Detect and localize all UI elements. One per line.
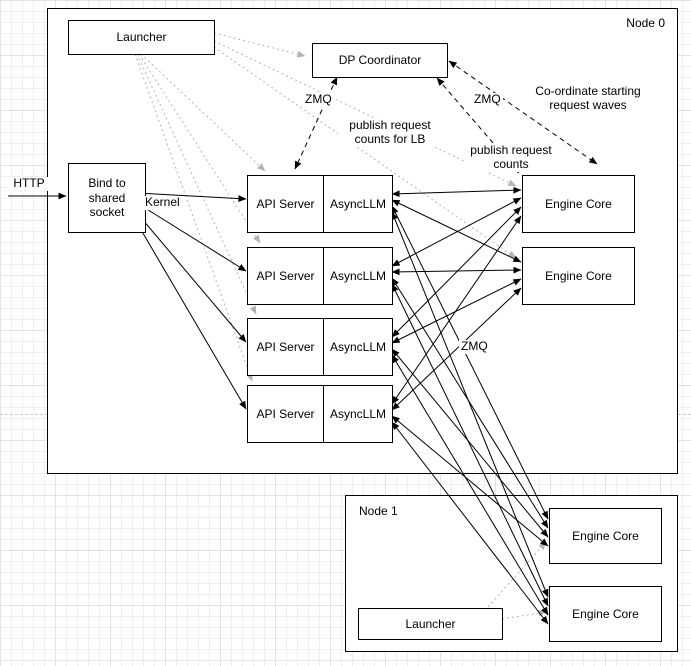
bind-shared-socket-box[interactable]: Bind to shared socket [68,163,146,233]
publish-request-counts-label: publish request counts [465,143,557,172]
api-server-row-1[interactable]: API Server AsyncLLM [247,175,393,233]
engine-core-node1-1-label: Engine Core [572,528,639,543]
dp-coordinator-box[interactable]: DP Coordinator [312,43,448,78]
asyncllm-cell-3[interactable]: AsyncLLM [324,319,392,375]
asyncllm-label-2: AsyncLLM [329,269,387,283]
asyncllm-cell-4[interactable]: AsyncLLM [324,386,392,442]
zmq-label-coordinator-engine: ZMQ [472,92,503,107]
zmq-label-mesh: ZMQ [459,339,490,354]
zmq-label-coordinator-api: ZMQ [303,92,334,107]
http-label: HTTP [8,176,50,191]
api-server-label-4: API Server [256,407,315,421]
node0-label: Node 0 [626,16,665,30]
publish-request-counts-lb-label: publish request counts for LB [338,118,442,147]
api-server-label-3: API Server [256,340,315,354]
bind-shared-socket-label: Bind to shared socket [88,176,126,220]
engine-core-node0-1-box[interactable]: Engine Core [522,175,635,233]
engine-core-node0-2-label: Engine Core [545,268,612,283]
api-server-cell-2[interactable]: API Server [248,248,324,304]
api-server-row-3[interactable]: API Server AsyncLLM [247,318,393,376]
asyncllm-label-3: AsyncLLM [329,340,387,354]
asyncllm-cell-1[interactable]: AsyncLLM [324,176,392,232]
launcher-node1-box[interactable]: Launcher [358,608,503,640]
api-server-cell-3[interactable]: API Server [248,319,324,375]
engine-core-node1-1-box[interactable]: Engine Core [549,508,662,564]
node1-label: Node 1 [359,504,398,518]
api-server-row-2[interactable]: API Server AsyncLLM [247,247,393,305]
coordinate-waves-label: Co-ordinate starting request waves [525,84,651,113]
engine-core-node1-2-label: Engine Core [572,606,639,621]
asyncllm-cell-2[interactable]: AsyncLLM [324,248,392,304]
api-server-cell-4[interactable]: API Server [248,386,324,442]
api-server-label-2: API Server [256,269,315,283]
launcher-node0-label: Launcher [116,30,167,45]
api-server-row-4[interactable]: API Server AsyncLLM [247,385,393,443]
engine-core-node0-2-box[interactable]: Engine Core [522,247,635,305]
asyncllm-label-1: AsyncLLM [329,197,387,211]
engine-core-node1-2-box[interactable]: Engine Core [549,586,662,642]
kernel-label: Kernel [143,195,182,210]
launcher-node1-label: Launcher [405,616,456,631]
engine-core-node0-1-label: Engine Core [545,196,612,211]
api-server-label-1: API Server [256,197,315,211]
dp-coordinator-label: DP Coordinator [338,53,422,68]
launcher-node0-box[interactable]: Launcher [68,20,215,55]
api-server-cell-1[interactable]: API Server [248,176,324,232]
asyncllm-label-4: AsyncLLM [329,407,387,421]
